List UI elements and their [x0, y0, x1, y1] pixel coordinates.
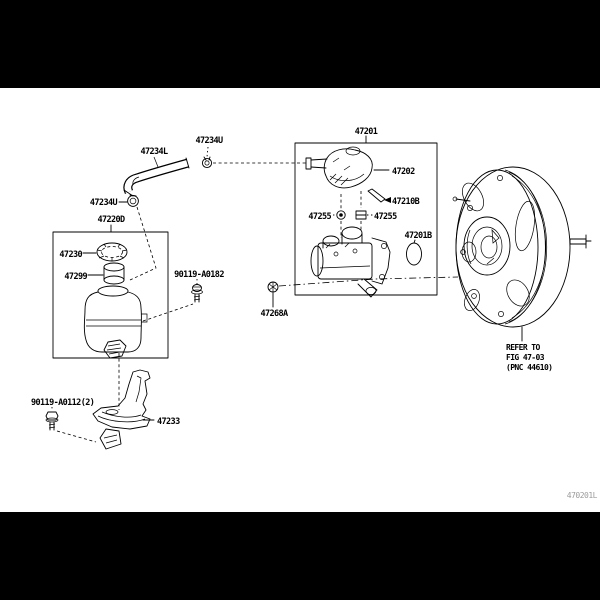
union-nut-drawing: [267, 281, 279, 308]
grommet-left-drawing: [333, 194, 346, 238]
part-label-mc-tank: 47202: [392, 167, 415, 177]
part-label-bracket-bolt: 90119-A0112(2): [31, 398, 94, 408]
bracket-bolt-drawing: [45, 407, 59, 431]
refer-note-line1: REFER TO: [506, 343, 541, 352]
hose-drawing: [123, 157, 190, 197]
drawing-paper: [0, 88, 600, 512]
part-label-union-nut: 47268A: [260, 309, 288, 319]
part-label-hose-clamp-upper: 47234U: [195, 136, 223, 146]
part-label-grommet-left: 47255: [308, 212, 331, 222]
reservoir-cap-drawing: [82, 242, 128, 262]
part-label-bracket: 47233: [157, 417, 180, 427]
leader-bolt-to-bracket: [56, 430, 97, 443]
grommet-right-drawing: [355, 191, 373, 230]
part-label-mc-assembly: 47201: [355, 127, 378, 137]
figure-code: 470201L: [567, 491, 598, 500]
hose-clamp-upper-drawing: [201, 146, 213, 169]
refer-note-line2: FIG 47-03: [506, 353, 545, 362]
reservoir-strainer-drawing: [87, 262, 125, 285]
bracket-drawing: [92, 369, 155, 450]
part-label-hose-clamp-lower: 47234U: [90, 198, 118, 208]
leader-nut-to-booster: [278, 276, 459, 287]
part-label-reservoir-bolt: 90119-A0182: [174, 270, 224, 280]
part-label-mc-o-ring: 47201B: [404, 231, 432, 241]
part-label-grommet-right: 47255: [374, 212, 397, 222]
mc-pin-drawing: [367, 188, 391, 203]
refer-note-line3: (PNC 44610): [506, 363, 552, 372]
hose-clamp-lower-drawing: [127, 194, 139, 207]
reservoir-tank-drawing: [83, 285, 148, 359]
leader-clamp-to-reservoir: [129, 206, 157, 281]
mc-reservoir-tank-drawing: [305, 146, 390, 189]
reservoir-bolt-drawing: [191, 279, 203, 303]
part-label-reservoir-cap: 47230: [59, 250, 82, 260]
leader-hose-label: [153, 156, 159, 168]
master-cylinder-body-drawing: [310, 226, 391, 298]
mc-o-ring-drawing: [406, 239, 422, 266]
brake-booster-drawing: [452, 166, 592, 342]
part-label-reservoir-assembly: 47220D: [97, 215, 125, 225]
part-label-reservoir-strainer: 47299: [64, 272, 87, 282]
part-label-mc-pin: 47210B: [392, 197, 420, 207]
part-label-hose: 47234L: [140, 147, 168, 157]
